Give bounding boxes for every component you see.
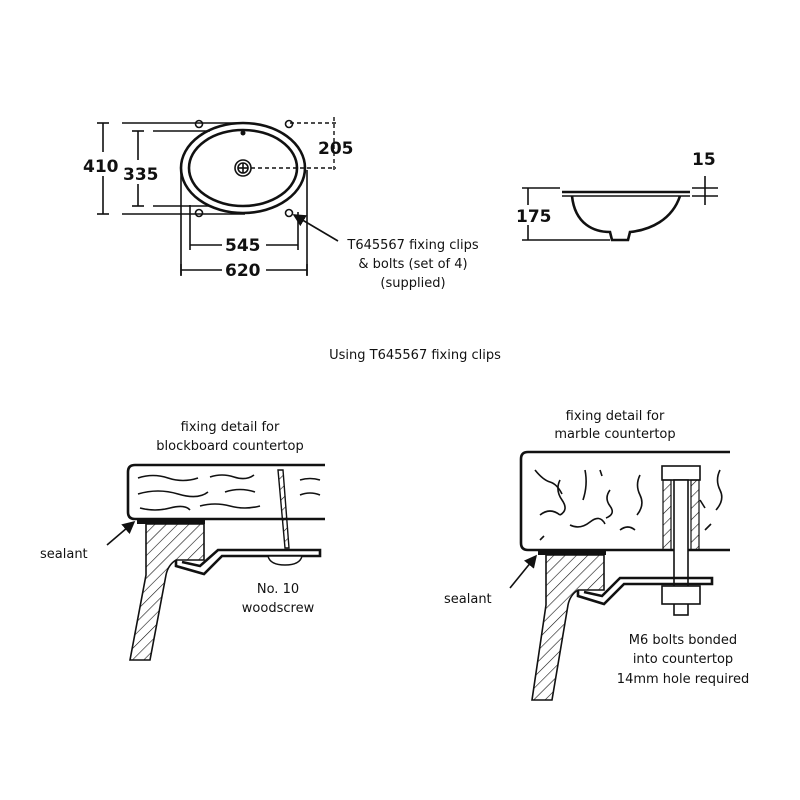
overflow-hole [240, 130, 246, 136]
section-title: Using T645567 fixing clips [329, 348, 501, 363]
dim-waste-offset: 205 [318, 139, 354, 159]
marble-title-line1: fixing detail for [566, 409, 665, 424]
m6-bolts-line2: into countertop [633, 652, 733, 667]
basin-outer-rim [179, 121, 307, 215]
dim-rim-thickness: 15 [692, 150, 716, 170]
fixing-clip-icon [194, 119, 294, 218]
marble-countertop [519, 450, 730, 552]
clips-label-line2: & bolts (set of 4) [358, 257, 467, 272]
woodscrew-line2: woodscrew [242, 601, 315, 616]
dim-inner-depth: 335 [123, 165, 159, 185]
m6-bolts-line3: 14mm hole required [617, 672, 749, 687]
dim-basin-height: 175 [516, 207, 552, 227]
blockboard-detail: fixing detail for blockboard countertop … [40, 420, 325, 661]
blockboard-title-line2: blockboard countertop [156, 439, 304, 454]
side-view: 175 15 [516, 150, 718, 242]
clips-label-line3: (supplied) [380, 276, 445, 291]
dim-inner-width: 545 [225, 236, 261, 256]
dim-overall-depth: 410 [83, 157, 119, 177]
blockboard-title-line1: fixing detail for [181, 420, 280, 435]
marble-detail: fixing detail for marble countertop seal… [444, 409, 749, 701]
plan-view: 410 335 205 545 620 T645567 fixing clips… [83, 117, 479, 291]
blockboard-sealant-label: sealant [40, 547, 88, 562]
marble-sealant-label: sealant [444, 592, 492, 607]
m6-bolts-line1: M6 bolts bonded [629, 633, 737, 648]
dim-overall-width: 620 [225, 261, 261, 281]
woodscrew-line1: No. 10 [257, 582, 299, 597]
marble-title-line2: marble countertop [554, 427, 675, 442]
blockboard-countertop [126, 463, 325, 521]
clips-label-line1: T645567 fixing clips [346, 238, 478, 253]
